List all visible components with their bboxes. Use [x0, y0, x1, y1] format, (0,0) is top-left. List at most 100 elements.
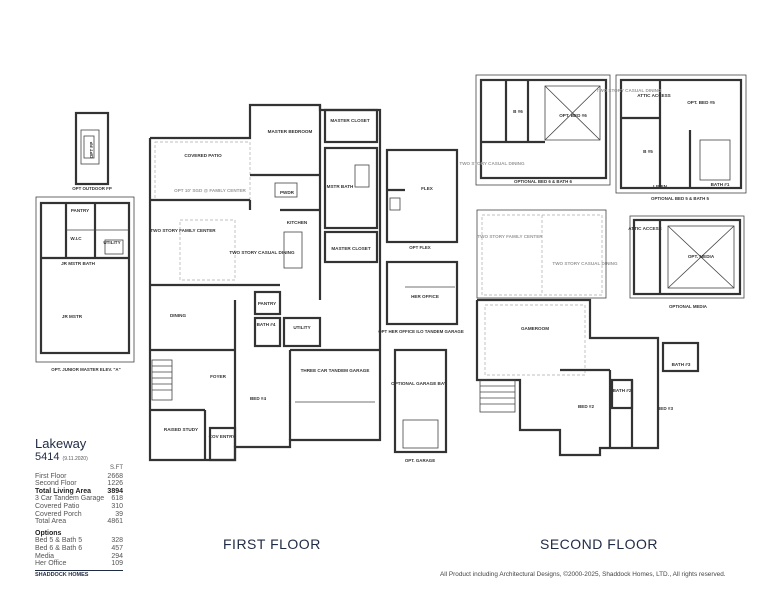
utility-label: UTILITY — [293, 325, 310, 330]
second-floor-title: SECOND FLOOR — [540, 536, 659, 552]
master-closet-2-label: MASTER CLOSET — [331, 246, 370, 251]
opt-outdoor-fp-caption: OPT OUTDOOR FP — [72, 186, 112, 191]
options-title: Options — [35, 529, 62, 537]
bed2-label: BED #2 — [578, 404, 595, 409]
opt-junior-master-plan: PANTRY UTILITY W.I.C JR MSTR BATH JR MST… — [35, 196, 135, 372]
area-label: Bed 5 & Bath 5 — [35, 537, 83, 545]
optional-bed6-plan: B #6 OPT. BED #6 TWO STORY CASUAL DINING… — [459, 74, 611, 186]
opt-flex-plan: FLEX OPT FLEX — [385, 148, 459, 250]
opt-garage-caption: OPT. GARAGE — [405, 458, 435, 463]
bath6-label: B #6 — [513, 109, 523, 114]
opt-media-label: OPT. MEDIA — [688, 254, 715, 259]
area-row: Total Area 4861 — [35, 518, 123, 526]
area-row: Covered Patio 310 — [35, 503, 123, 511]
pwdr-label: PWDR — [280, 190, 295, 195]
area-value: 2668 — [107, 472, 123, 480]
area-value: 457 — [111, 544, 123, 552]
sf-family-label: TWO STORY FAMILY CENTER — [477, 234, 543, 239]
opt-her-office-plan: HER OFFICE OPT HER OFFICE ILO TANDEM GAR… — [378, 260, 464, 334]
pantry-label: PANTRY — [258, 301, 276, 306]
area-row: Second Floor 1226 — [35, 480, 123, 488]
sf-dining-label: TWO STORY CASUAL DINING — [552, 261, 618, 266]
area-value: 3894 — [107, 487, 123, 495]
bed6-dining-label: TWO STORY CASUAL DINING — [459, 161, 525, 166]
kitchen-label: KITCHEN — [287, 220, 308, 225]
linen-label: LINEN — [653, 184, 667, 189]
attic-access-label: ATTIC ACCESS — [637, 93, 670, 98]
area-table: Lakeway 5414 (9.11.2020) S.FT First Floo… — [35, 437, 123, 579]
second-floor-plan: TWO STORY FAMILY CENTER TWO STORY CASUAL… — [475, 209, 700, 457]
opt-outdoor-fp-plan: OPT FP OPT OUTDOOR FP — [72, 111, 112, 191]
jr-utility-label: UTILITY — [103, 240, 120, 245]
area-value: 328 — [111, 537, 123, 545]
foyer-label: FOYER — [210, 374, 227, 379]
area-label: Bed 6 & Bath 6 — [35, 544, 83, 552]
area-row: Her Office 109 — [35, 560, 123, 568]
area-value: 1226 — [107, 480, 123, 488]
bed4-label: BED #4 — [250, 396, 267, 401]
flex-label: FLEX — [421, 186, 434, 191]
area-value: 109 — [111, 560, 123, 568]
optional-bed5-caption: OPTIONAL BED 5 & BATH 5 — [651, 196, 709, 201]
area-row: Bed 5 & Bath 5 328 — [35, 537, 123, 545]
area-label: Total Area — [35, 518, 67, 526]
first-floor-title: FIRST FLOOR — [223, 536, 321, 552]
area-value: 294 — [111, 552, 123, 560]
area-row: Bed 6 & Bath 6 457 — [35, 545, 123, 553]
area-label: Covered Patio — [35, 502, 80, 510]
jr-wic-label: W.I.C — [70, 236, 82, 241]
attic-access-2-label: ATTIC ACCESS — [628, 226, 661, 231]
optional-bed5-plan: TWO STORY CASUAL DINING ATTIC ACCESS OPT… — [596, 74, 747, 201]
opt-junior-master-caption: OPT. JUNIOR MASTER ELEV. "A" — [51, 367, 120, 372]
optional-media-plan: ATTIC ACCESS OPT. MEDIA OPTIONAL MEDIA — [628, 215, 745, 309]
area-header: S.FT — [110, 465, 123, 471]
optional-bed6-caption: OPTIONAL BED 6 & BATH 6 — [514, 179, 572, 184]
plan-name: Lakeway — [35, 436, 87, 451]
area-row: Media 294 — [35, 553, 123, 561]
area-label: Second Floor — [35, 480, 77, 488]
area-label: 3 Car Tandem Garage — [35, 495, 105, 503]
bed5-dining-label: TWO STORY CASUAL DINING — [596, 88, 662, 93]
stairs-icon — [151, 359, 173, 401]
area-label: Her Office — [35, 560, 67, 568]
master-closet-1-label: MASTER CLOSET — [330, 118, 369, 123]
master-bedroom-label: MASTER BEDROOM — [268, 129, 313, 134]
covered-patio-label: COVERED PATIO — [184, 153, 222, 158]
her-office-label: HER OFFICE — [411, 294, 439, 299]
opt-bed6-label: OPT. BED #6 — [559, 113, 587, 118]
jr-mstr-label: JR MSTR — [62, 314, 83, 319]
plan-number: 5414 (9.11.2020) — [35, 451, 88, 463]
area-label: Media — [35, 552, 55, 560]
jr-pantry-label: PANTRY — [71, 208, 89, 213]
area-value: 310 — [111, 502, 123, 510]
opt-garage-bay-plan: OPTIONAL GARAGE BAY OPT. GARAGE — [391, 348, 448, 463]
opt-garage-bay-label: OPTIONAL GARAGE BAY — [391, 381, 447, 386]
raised-study-label: RAISED STUDY — [164, 427, 198, 432]
bath3-label: BATH #3 — [672, 362, 691, 367]
copyright-text: All Product including Architectural Desi… — [440, 571, 726, 578]
jr-bath-label: JR MSTR BATH — [61, 261, 96, 266]
opt-her-office-caption: OPT HER OFFICE ILO TANDEM GARAGE — [378, 329, 464, 334]
bed3-label: BED #3 — [657, 406, 674, 411]
bath5-label: B #5 — [643, 149, 653, 154]
bath1-label: BATH #1 — [711, 182, 730, 187]
area-value: 4861 — [107, 518, 123, 526]
family-center-label: TWO STORY FAMILY CENTER — [150, 228, 216, 233]
brand-label: SHADDOCK HOMES — [35, 569, 123, 580]
area-label: Covered Porch — [35, 510, 82, 518]
garage-label: THREE CAR TANDEM GARAGE — [301, 368, 370, 373]
dining-label: DINING — [170, 313, 187, 318]
opt-bed5-label: OPT. BED #5 — [687, 100, 715, 105]
cov-entry-label: COV ENTRY — [209, 434, 236, 439]
opt-flex-caption: OPT FLEX — [409, 245, 431, 250]
optional-media-caption: OPTIONAL MEDIA — [669, 304, 708, 309]
mstr-bath-label: MSTR BATH — [327, 184, 354, 189]
bath4-label: BATH #4 — [257, 322, 276, 327]
casual-dining-label: TWO STORY CASUAL DINING — [229, 250, 295, 255]
